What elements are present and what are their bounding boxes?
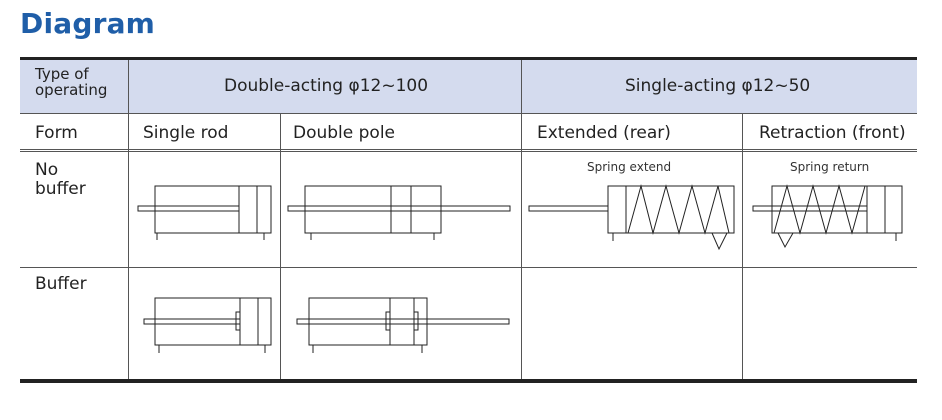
cylinder-diagram-table: Type of operating Double-acting φ12~100 …	[20, 57, 917, 383]
double-pole-label: Double pole	[293, 123, 396, 143]
double-pole-buffer-symbol	[297, 297, 512, 357]
page-title: Diagram	[20, 7, 156, 40]
single-rod-label: Single rod	[143, 123, 229, 143]
double-pole-no-buffer-symbol	[288, 185, 518, 245]
col-divider-4	[742, 113, 743, 379]
single-rod-buffer-symbol	[144, 297, 274, 357]
type-of-operating-label: Type of operating	[35, 65, 108, 99]
table-top-rule	[20, 57, 917, 60]
row-divider-1	[20, 113, 917, 114]
col-divider-1	[128, 60, 129, 379]
header-bg-single	[522, 60, 917, 113]
form-label: Form	[35, 123, 78, 143]
row-divider-2	[20, 149, 917, 150]
table-bottom-rule	[20, 379, 917, 383]
no-buffer-label: No buffer	[35, 160, 86, 199]
header-bg-double	[129, 60, 521, 113]
spring-return-symbol	[750, 185, 910, 255]
buffer-label: Buffer	[35, 274, 87, 294]
single-rod-no-buffer-symbol	[138, 185, 278, 245]
col-divider-3	[521, 60, 522, 379]
single-acting-header: Single-acting φ12~50	[625, 76, 811, 96]
spring-return-label: Spring return	[790, 160, 870, 174]
double-acting-header: Double-acting φ12~100	[224, 76, 429, 96]
spring-extend-symbol	[529, 185, 739, 255]
row-divider-4	[20, 267, 917, 268]
spring-extend-label: Spring extend	[587, 160, 672, 174]
header-bg-type	[20, 60, 128, 113]
retraction-front-label: Retraction (front)	[759, 123, 906, 143]
row-divider-3	[20, 151, 917, 152]
extended-rear-label: Extended (rear)	[537, 123, 671, 143]
col-divider-2	[280, 113, 281, 379]
